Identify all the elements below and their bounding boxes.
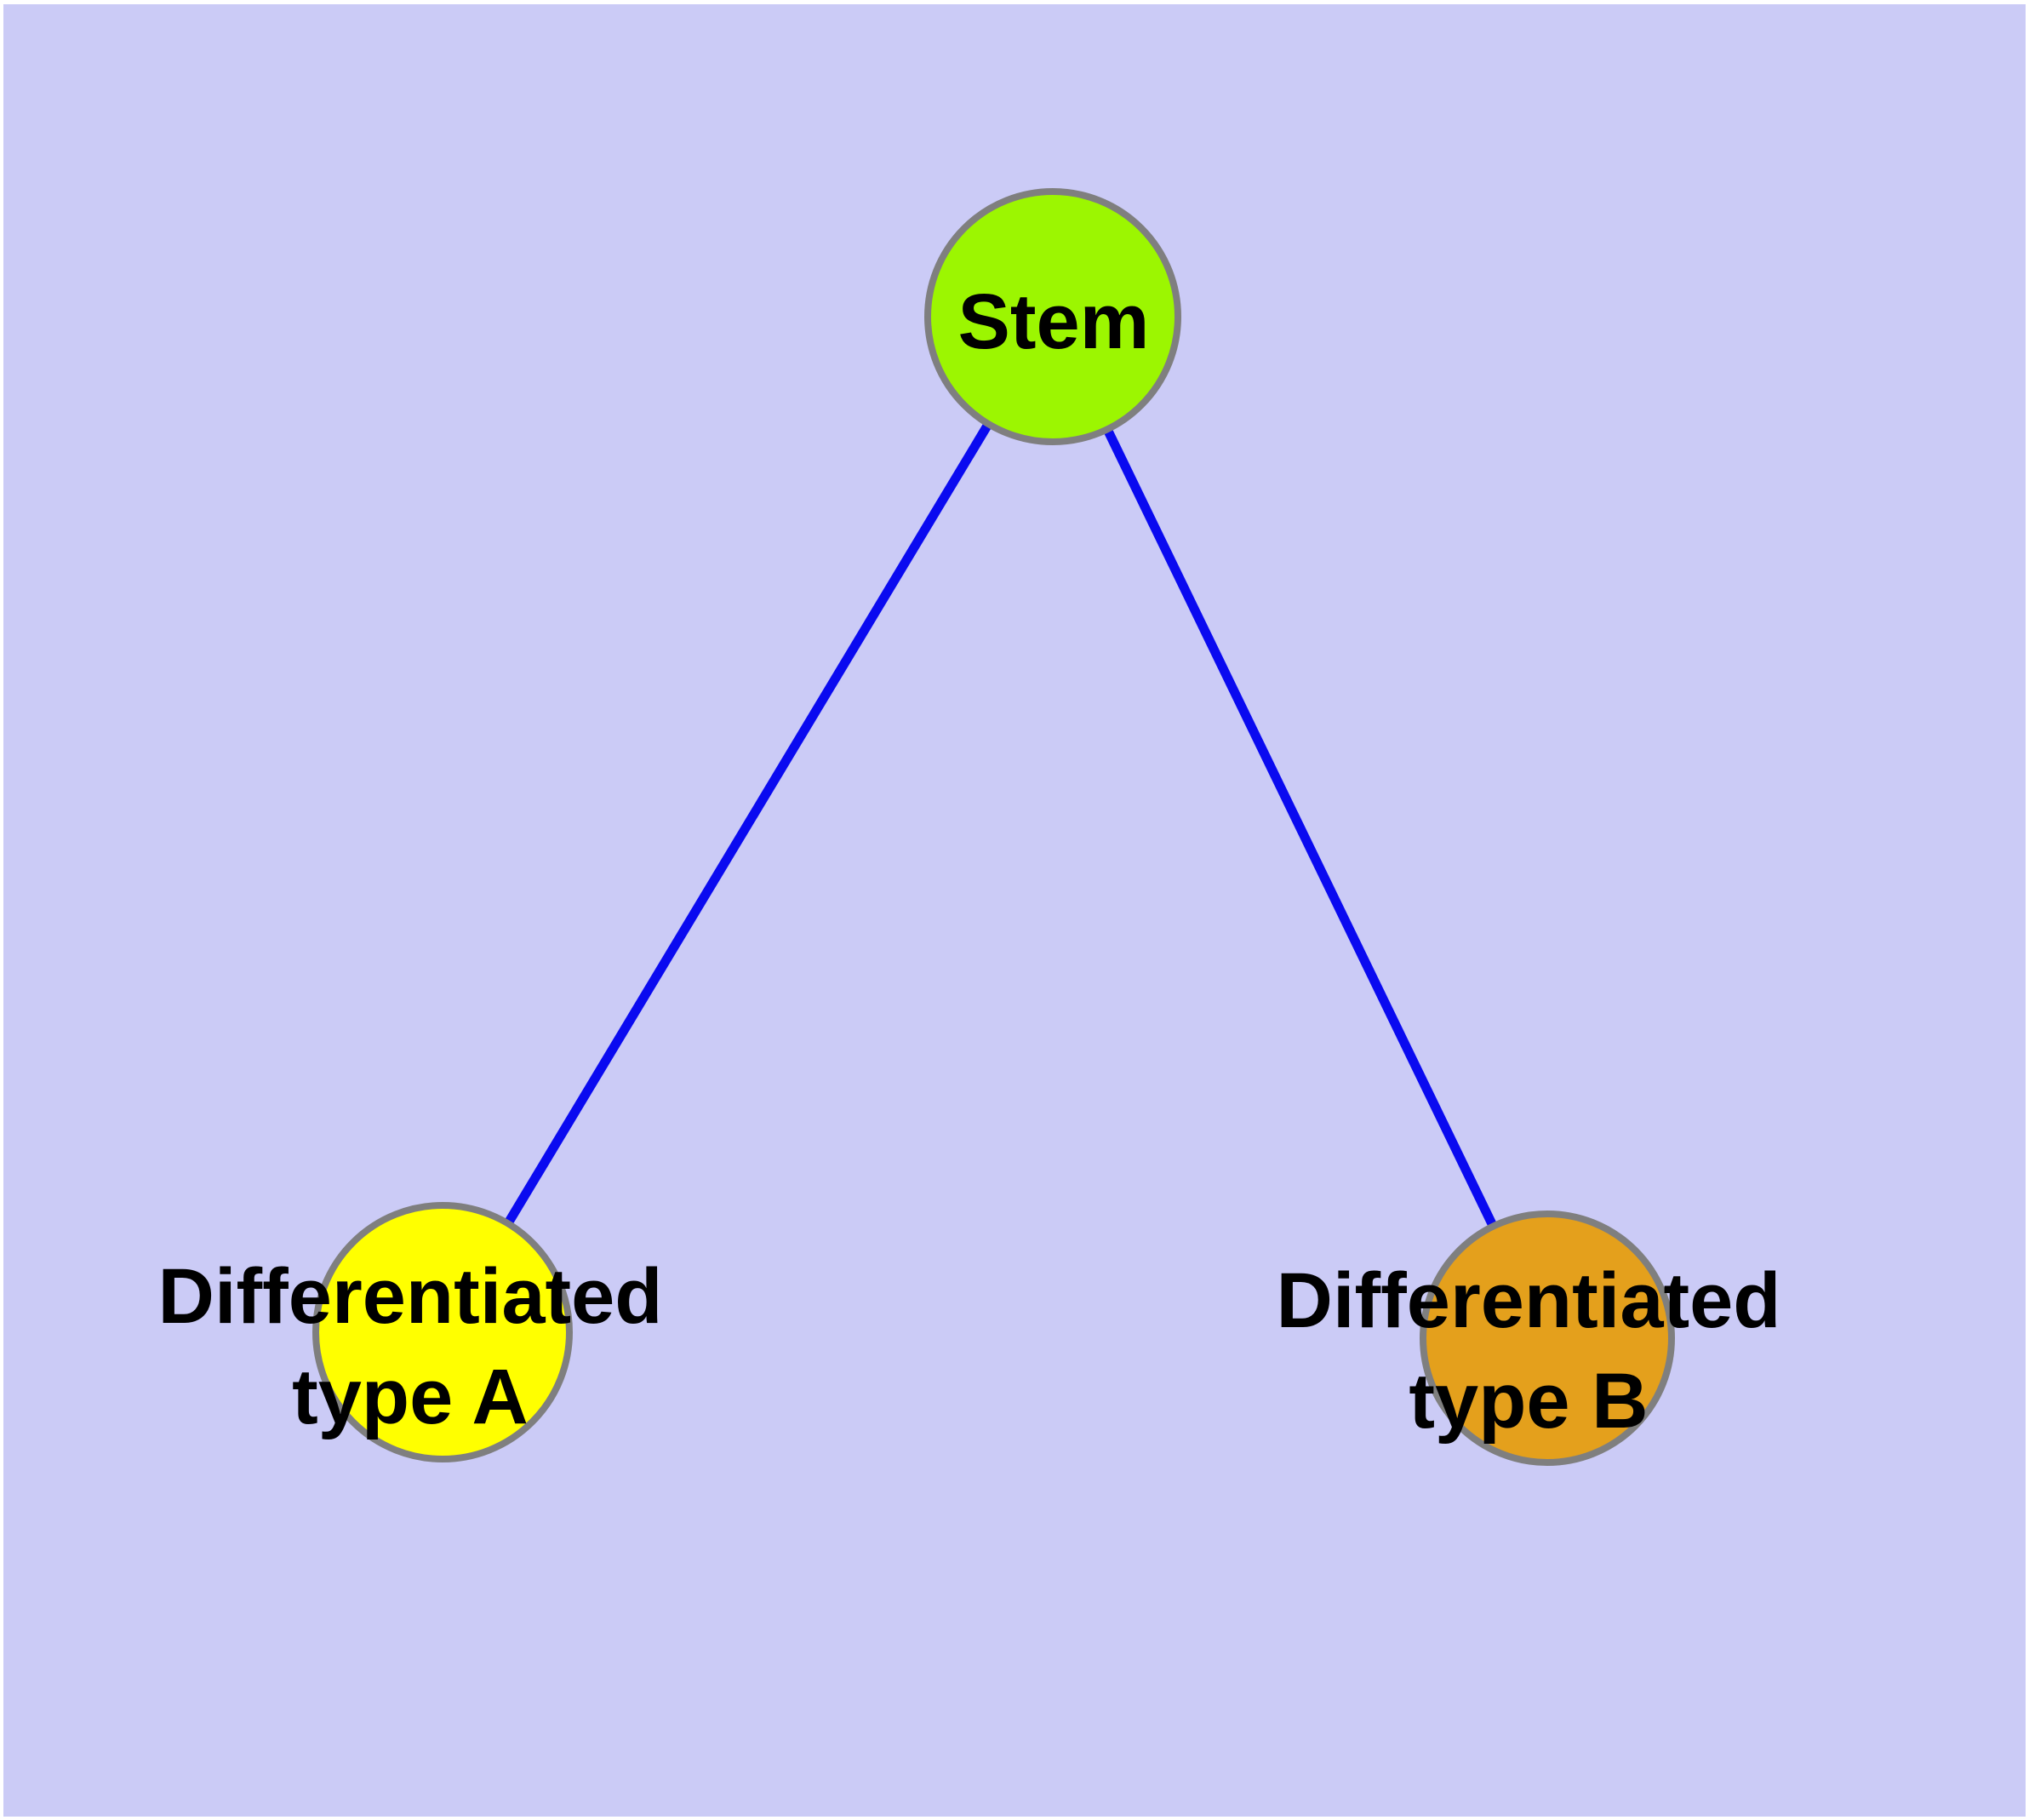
node-type-b [1420, 1210, 1675, 1466]
edge-stem-to-type-a [438, 314, 1057, 1335]
node-type-a [312, 1202, 573, 1462]
node-type-b-label-line1: Differentiated [1276, 1257, 1781, 1344]
node-stem-label: Stem [957, 278, 1150, 365]
node-type-a-label: Differentiated type A [27, 1246, 793, 1447]
node-stem [924, 188, 1181, 445]
node-type-a-label-line1: Differentiated [157, 1253, 663, 1340]
node-type-b-label: Differentiated type B [1146, 1251, 1912, 1451]
node-type-b-label-line2: type B [1409, 1358, 1649, 1445]
edge-stem-to-type-b [1049, 314, 1552, 1341]
node-type-a-label-line2: type A [292, 1354, 529, 1440]
